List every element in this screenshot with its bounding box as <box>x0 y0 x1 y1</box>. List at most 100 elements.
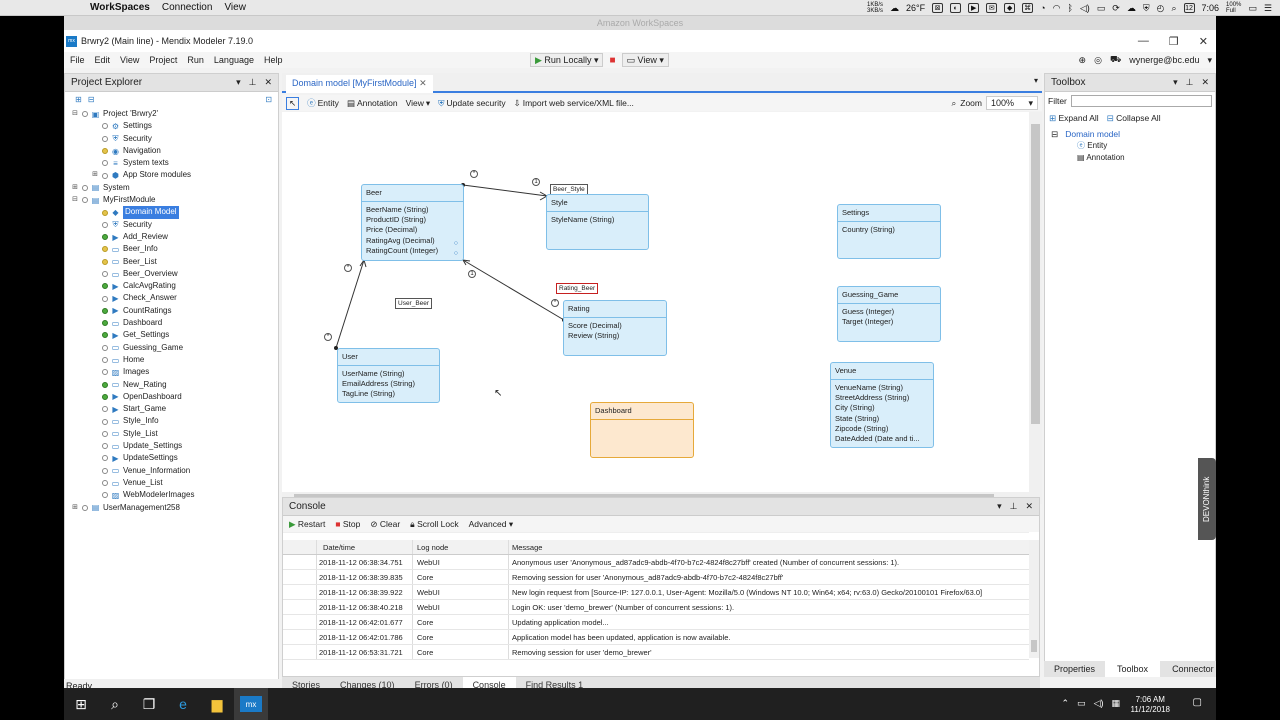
tree-item[interactable]: ▭Guessing_Game <box>67 342 278 354</box>
entity-dashboard[interactable]: Dashboard <box>590 402 694 458</box>
clear-button[interactable]: ⊘ Clear <box>370 519 400 530</box>
entity-attribute[interactable]: Country (String) <box>842 225 895 234</box>
tree-item[interactable]: ▶UpdateSettings <box>67 452 278 464</box>
entity-attribute[interactable]: State (String) <box>835 413 880 423</box>
devonthink-tab[interactable]: DEVONthink <box>1198 458 1216 540</box>
time-machine-icon[interactable]: ◴ <box>1156 2 1165 13</box>
assoc-rating-beer-label[interactable]: Rating_Beer <box>556 283 599 294</box>
spotlight-icon[interactable]: ⌕ <box>1171 2 1177 13</box>
globe-icon[interactable]: ⊕ <box>1078 54 1087 65</box>
console-pin-icon[interactable]: ⊥ <box>1009 501 1018 511</box>
tree-item[interactable]: ⊞▤UserManagement258 <box>67 502 278 514</box>
mac-app-name[interactable]: WorkSpaces <box>90 2 150 13</box>
zoom-select[interactable]: 100%▾ <box>986 96 1038 110</box>
app-icon-1[interactable]: ⊠ <box>932 3 944 13</box>
tree-item[interactable]: ▶CountRatings <box>67 305 278 317</box>
entity-venue[interactable]: Venue VenueName (String)StreetAddress (S… <box>830 362 934 448</box>
pointer-tool-icon[interactable]: ↖ <box>286 96 300 110</box>
app-icon-3[interactable]: ▶ <box>968 3 980 13</box>
stop-button[interactable]: ■ Stop <box>335 519 360 529</box>
tree-item[interactable]: ▶Get_Settings <box>67 329 278 341</box>
entity-attribute[interactable]: Review (String) <box>568 331 620 341</box>
tray-volume-icon[interactable]: ◁) <box>1093 698 1104 708</box>
sync-icon[interactable]: ⟳ <box>1112 2 1120 13</box>
entity-beer[interactable]: Beer BeerName (String)ProductID (String)… <box>361 184 464 261</box>
tree-item[interactable]: ▭Beer_Overview <box>67 268 278 280</box>
collapse-all-button[interactable]: ⊟ Collapse All <box>1107 113 1161 124</box>
toolbox-item-entity[interactable]: ⓔ Entity <box>1051 140 1215 152</box>
tree-item[interactable]: ⛨Security <box>67 219 278 231</box>
run-locally-dropdown[interactable]: ▶ Run Locally ▾ <box>530 53 604 67</box>
entity-attribute[interactable]: Score (Decimal) <box>568 321 622 330</box>
entity-style[interactable]: Style StyleName (String) <box>546 194 649 250</box>
canvas-vertical-scrollbar[interactable] <box>1029 112 1042 492</box>
minimize-icon[interactable]: — <box>1137 35 1149 47</box>
entity-attribute[interactable]: Zipcode (String) <box>835 423 889 433</box>
chevron-down-icon[interactable]: ▾ <box>1207 54 1212 65</box>
entity-attribute[interactable]: ProductID (String) <box>366 215 427 225</box>
canvas-vertical-scroll-thumb[interactable] <box>1031 124 1040 424</box>
tree-item[interactable]: ▭New_Rating <box>67 379 278 391</box>
panel-menu-icon[interactable]: ▾ <box>236 77 241 87</box>
console-close-icon[interactable]: ✕ <box>1025 501 1033 511</box>
calendar-icon[interactable]: 12 <box>1183 3 1195 13</box>
weather-icon[interactable]: ☁ <box>890 2 900 13</box>
user-email[interactable]: wynerge@bc.edu <box>1129 55 1200 65</box>
scroll-lock-button[interactable]: 🔒︎ Scroll Lock <box>410 519 458 530</box>
assoc-user-beer-label[interactable]: User_Beer <box>395 298 433 309</box>
pin-icon[interactable]: ⊥ <box>248 77 257 87</box>
expand-all-button[interactable]: ⊞ Expand All <box>1049 113 1099 124</box>
entity-attribute[interactable]: DateAdded (Date and ti... <box>835 434 920 444</box>
app-icon-6[interactable]: ⌘ <box>1022 3 1034 13</box>
tree-item[interactable]: ⊞⬢App Store modules <box>67 169 278 181</box>
toolbox-pin-icon[interactable]: ⊥ <box>1185 77 1194 87</box>
battery-icon[interactable]: ▭ <box>1248 2 1257 13</box>
view-dropdown[interactable]: View ▾ <box>405 97 431 109</box>
import-webservice-button[interactable]: ⇩Import web service/XML file... <box>514 98 634 109</box>
mendix-taskbar-button[interactable]: mx <box>234 688 268 720</box>
tree-item[interactable]: ◆Domain Model <box>67 206 278 219</box>
filter-icon[interactable]: ⊡ <box>265 94 272 104</box>
tree-item[interactable]: ▶OpenDashboard <box>67 391 278 403</box>
tray-chevron-icon[interactable]: ⌃ <box>1061 698 1070 708</box>
tree-item[interactable]: ▭Style_List <box>67 428 278 440</box>
toolbox-menu-icon[interactable]: ▾ <box>1173 77 1178 87</box>
bottom-tab[interactable]: Find Results 1 <box>525 680 584 690</box>
app-icon-4[interactable]: ✉ <box>986 3 998 13</box>
entity-attribute[interactable]: UserName (String) <box>342 369 405 378</box>
entity-attribute[interactable]: BeerName (String) <box>366 205 429 214</box>
maximize-icon[interactable]: ❐ <box>1168 35 1179 48</box>
tree-item[interactable]: ▶Start_Game <box>67 403 278 415</box>
menu-help[interactable]: Help <box>263 55 283 65</box>
cloud-icon[interactable]: ☁ <box>1126 2 1136 13</box>
bottom-tab[interactable]: Errors (0) <box>414 680 453 690</box>
collapse-icon[interactable]: ⊟ <box>87 94 95 104</box>
entity-attribute[interactable]: RatingAvg (Decimal) <box>366 235 435 245</box>
tree-expand-icon[interactable]: ⊟ <box>72 196 78 204</box>
tab-domain-model[interactable]: Domain model [MyFirstModule] ✕ <box>286 75 433 93</box>
mac-menu-connection[interactable]: Connection <box>161 2 213 13</box>
tree-expand-icon[interactable]: ⊞ <box>72 183 78 191</box>
col-datetime[interactable]: Date/time <box>317 540 413 554</box>
windows-start-icon[interactable]: ⊞ <box>75 695 87 712</box>
entity-guessing-game[interactable]: Guessing_Game Guess (Integer)Target (Int… <box>837 286 941 342</box>
tree-item[interactable]: ▨WebModelerImages <box>67 489 278 501</box>
entity-attribute[interactable]: Target (Integer) <box>842 317 894 327</box>
col-lognode[interactable]: Log node <box>413 540 509 554</box>
tree-item[interactable]: ▭Beer_Info <box>67 243 278 255</box>
advanced-dropdown[interactable]: Advanced ▾ <box>468 518 514 529</box>
menu-file[interactable]: File <box>70 55 85 65</box>
entity-attribute[interactable]: RatingCount (Integer) <box>366 245 439 255</box>
update-security-button[interactable]: ⛨Update security <box>438 98 505 109</box>
stop-icon[interactable]: ■ <box>609 54 616 66</box>
shield-icon[interactable]: ⛨ <box>1142 2 1150 13</box>
entity-attribute[interactable]: Guess (Integer) <box>842 307 895 316</box>
tree-item[interactable]: ▶Check_Answer <box>67 292 278 304</box>
right-tab[interactable]: Toolbox <box>1105 661 1161 677</box>
